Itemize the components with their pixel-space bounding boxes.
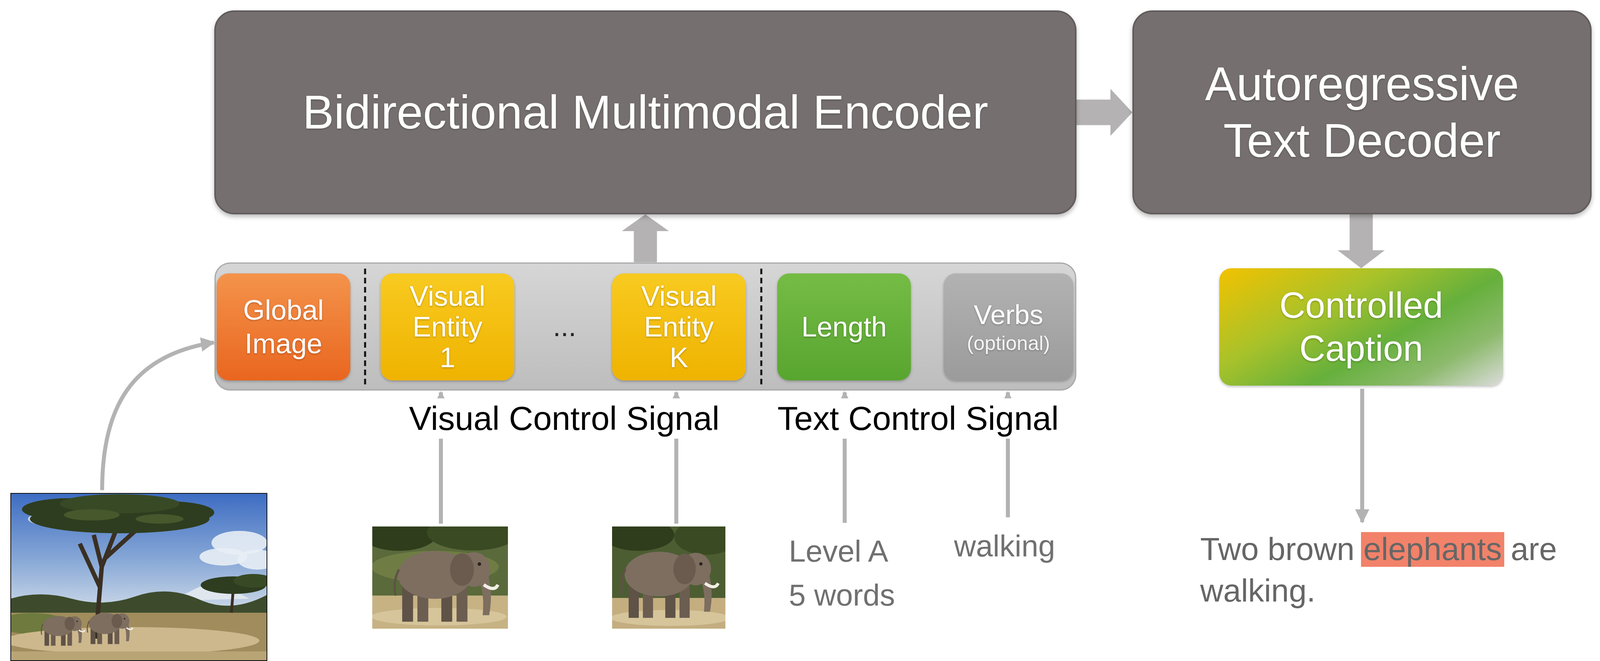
entity-photo xyxy=(394,550,498,622)
token-label: Visual Entity K xyxy=(636,280,722,374)
control-value: Level A 5 words xyxy=(788,529,909,617)
text-holder: walking xyxy=(954,527,1055,564)
text-holder: Visual Control Signal xyxy=(404,398,725,439)
band-outline xyxy=(215,262,1076,390)
entity-photo xyxy=(612,526,726,629)
entity-token: Visual Entity 1 xyxy=(380,273,515,381)
scene-photo xyxy=(41,615,85,646)
scene-photo xyxy=(41,615,85,646)
token-label: Global Image xyxy=(233,293,334,361)
block-arrow xyxy=(1076,88,1133,137)
arrow-shaft xyxy=(634,231,658,263)
leader-arrow xyxy=(1360,388,1365,522)
token-label: Visual Entity 1 xyxy=(404,280,491,374)
scene-photo xyxy=(87,612,133,644)
block-arrow xyxy=(1337,214,1385,269)
box-title: Autoregressive Text Decoder xyxy=(1182,55,1542,169)
scene-photo xyxy=(135,513,184,524)
caption-output: Two brown elephants are walking. xyxy=(1200,528,1584,612)
entity-photo xyxy=(372,526,437,551)
arrow-head xyxy=(1110,88,1133,137)
token-note: (optional) xyxy=(966,331,1050,356)
dashed-divider xyxy=(760,268,763,386)
scene-photo xyxy=(87,612,133,644)
box-title: Bidirectional Multimodal Encoder xyxy=(302,84,988,141)
entity-photo xyxy=(612,526,675,551)
group-heading: Text Control Signal xyxy=(772,398,1064,439)
entity-token: Visual Entity K xyxy=(612,273,746,381)
scene-photo xyxy=(10,492,268,661)
control-verb: walking xyxy=(954,527,1055,564)
length-token: Length xyxy=(777,273,911,381)
token-label: Length xyxy=(801,310,887,344)
box-title: Controlled Caption xyxy=(1249,283,1474,370)
entity-photo xyxy=(621,551,719,618)
text-holder: Two brown elephants are walking. xyxy=(1200,528,1584,612)
text-holder: ... xyxy=(553,309,577,344)
scene-photo xyxy=(63,509,120,521)
scene-photo xyxy=(233,573,268,588)
image-token: Global Image xyxy=(216,273,351,381)
text-holder: Text Control Signal xyxy=(772,398,1064,439)
leader-arrow xyxy=(102,342,214,490)
block-arrow xyxy=(622,214,670,263)
verb-token: Verbs(optional) xyxy=(943,273,1074,381)
arrow-head xyxy=(1337,250,1385,269)
arrow-shaft xyxy=(1076,99,1111,126)
entity-photo xyxy=(674,526,726,555)
token-label: Verbs xyxy=(973,298,1044,332)
scene-photo xyxy=(237,549,268,570)
entity-photo xyxy=(394,550,498,622)
dashed-divider xyxy=(364,268,367,386)
input-band: ...Visual Control SignalText Control Sig… xyxy=(214,262,1077,391)
scene-photo xyxy=(10,492,268,661)
encoder-box: Bidirectional Multimodal Encoder xyxy=(214,10,1077,215)
group-heading: Visual Control Signal xyxy=(404,398,725,439)
entity-photo xyxy=(426,526,508,551)
scene-photo xyxy=(10,651,268,661)
decoder-box: Autoregressive Text Decoder xyxy=(1132,10,1592,215)
ellipsis: ... xyxy=(553,309,577,344)
arrow-head xyxy=(622,214,670,232)
entity-photo xyxy=(621,551,719,618)
text-holder: Level A 5 words xyxy=(788,529,909,617)
output-box: Controlled Caption xyxy=(1219,268,1504,386)
entity-photo xyxy=(372,526,508,629)
arrow-shaft xyxy=(1349,214,1373,251)
